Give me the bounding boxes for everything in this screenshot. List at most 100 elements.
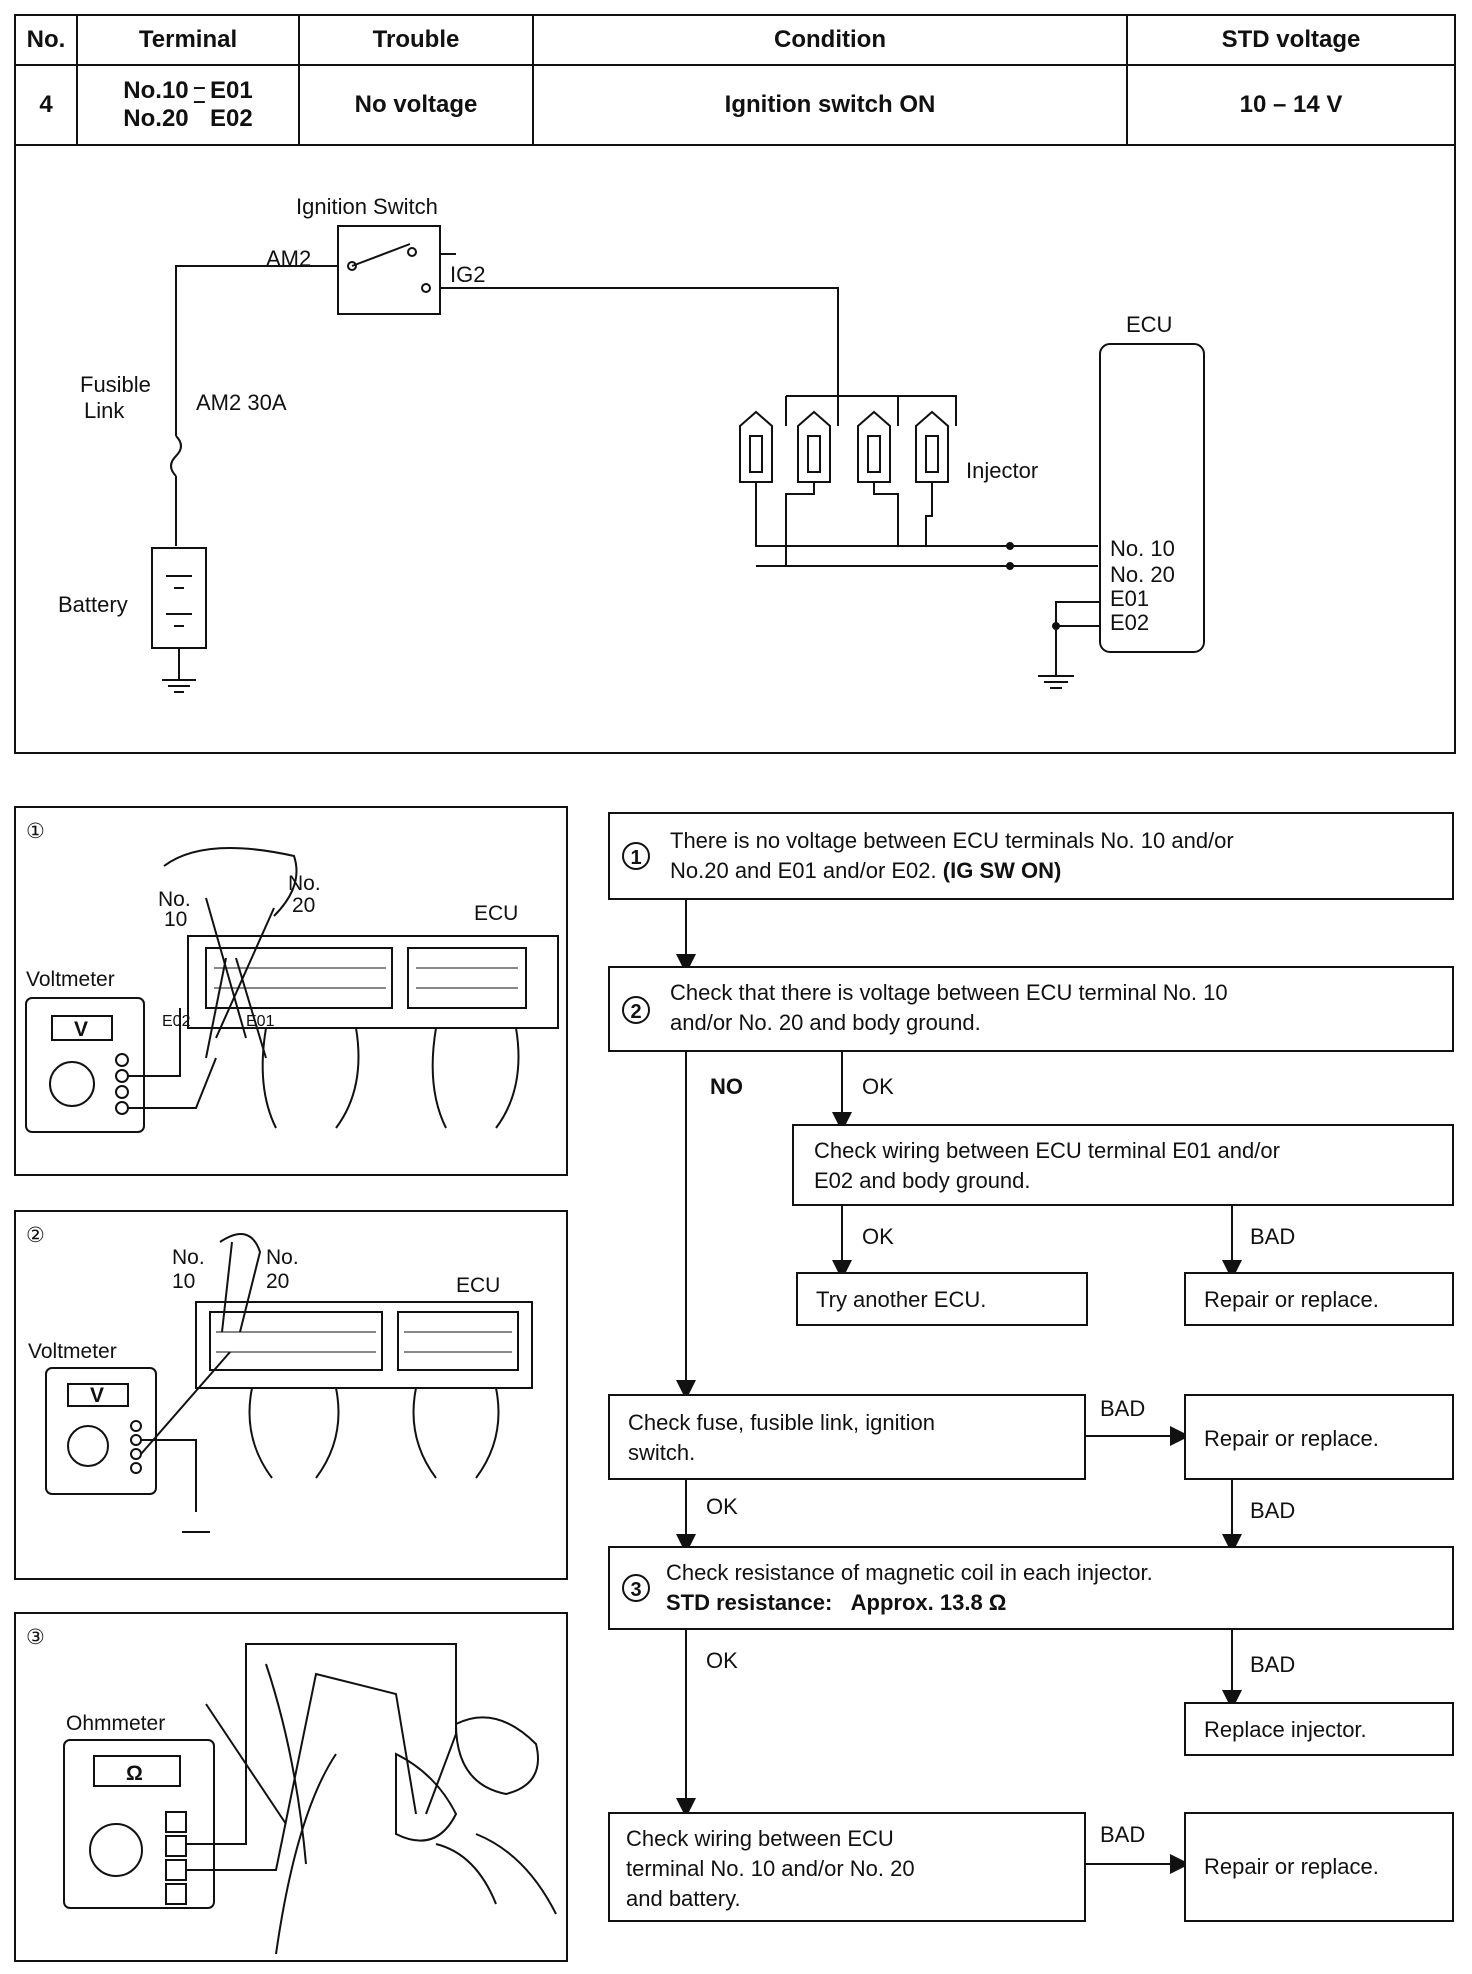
check-ground-wiring-box: Check wiring between ECU terminal E01 an… xyxy=(792,1124,1454,1206)
ohmmeter-omega: Ω xyxy=(126,1762,143,1785)
fusible-link-label-2: Link xyxy=(84,398,125,423)
am2-30a-label: AM2 30A xyxy=(196,390,287,415)
check-battery-line2: terminal No. 10 and/or No. 20 xyxy=(626,1856,915,1881)
col-no-header: No. xyxy=(14,14,78,66)
terminal-no20: No.20 xyxy=(123,105,189,132)
no-label: NO xyxy=(710,1074,743,1099)
repair-replace-3: Repair or replace. xyxy=(1204,1854,1379,1879)
row-trouble: No voltage xyxy=(298,64,534,146)
step-2-box: 2 Check that there is voltage between EC… xyxy=(608,966,1454,1052)
bad-label-5: BAD xyxy=(1100,1822,1146,1847)
repair-replace-box-3: Repair or replace. xyxy=(1184,1812,1454,1922)
ok-label-4: OK xyxy=(706,1648,738,1673)
ohmmeter-label: Ohmmeter xyxy=(66,1712,165,1735)
panel-1-number: ① xyxy=(26,820,45,843)
col-terminal-header: Terminal xyxy=(76,14,300,66)
illustration-panel-1: ① ECU No. 10 No. 20 E02 E01 Voltmeter V xyxy=(14,806,568,1176)
bad-label-2: BAD xyxy=(1100,1396,1146,1421)
panel-1-no-label: No. xyxy=(158,888,191,911)
illustration-panel-2: ② ECU No. 10 No. 20 Voltmeter V xyxy=(14,1210,568,1580)
panel-1-10-label: 10 xyxy=(164,908,187,931)
ecu-e02-label: E02 xyxy=(1110,610,1149,635)
step-1-ig-sw-on: (IG SW ON) xyxy=(942,858,1062,883)
panel-1-drawing: ① ECU No. 10 No. 20 E02 E01 Voltmeter V xyxy=(25,820,559,1133)
row-terminal: No.10 ‾ E01 No.20 ‾ E02 xyxy=(76,64,300,146)
check-ground-line2: E02 and body ground. xyxy=(814,1168,1031,1193)
ecu-no20-label: No. 20 xyxy=(1110,562,1175,587)
step-2-line2: and/or No. 20 and body ground. xyxy=(670,1010,981,1035)
replace-injector-box: Replace injector. xyxy=(1184,1702,1454,1756)
voltmeter-label-1: Voltmeter xyxy=(26,968,115,991)
step-1-box: 1 There is no voltage between ECU termin… xyxy=(608,812,1454,900)
ecu-e01-label: E01 xyxy=(1110,586,1149,611)
panel-2-number: ② xyxy=(26,1224,45,1247)
step-1-line2: No.20 and E01 and/or E02. xyxy=(670,858,937,883)
step-1-number: 1 xyxy=(622,842,650,870)
check-fuse-line1: Check fuse, fusible link, ignition xyxy=(628,1410,935,1435)
step-2-line1: Check that there is voltage between ECU … xyxy=(670,980,1228,1005)
check-battery-wiring-box: Check wiring between ECU terminal No. 10… xyxy=(608,1812,1086,1922)
try-another-ecu: Try another ECU. xyxy=(816,1287,987,1312)
battery-label: Battery xyxy=(58,592,128,617)
voltmeter-2-v: V xyxy=(90,1384,104,1407)
panel-2-no-label: No. xyxy=(172,1246,205,1269)
repair-replace-box-1: Repair or replace. xyxy=(1184,1272,1454,1326)
step-2-number: 2 xyxy=(622,996,650,1024)
injector-symbols xyxy=(739,410,949,483)
step-3-std-label: STD resistance: xyxy=(666,1590,833,1615)
panel-2-no2-label: No. xyxy=(266,1246,299,1269)
trouble-table: No. Terminal Trouble Condition STD volta… xyxy=(14,14,1456,146)
col-std-header: STD voltage xyxy=(1126,14,1456,66)
bad-label-3: BAD xyxy=(1250,1498,1296,1523)
terminal-e02: E02 xyxy=(210,105,253,132)
step-3-std-value: Approx. 13.8 Ω xyxy=(850,1590,1007,1615)
voltmeter-2 xyxy=(45,1367,157,1495)
ignition-switch-label: Ignition Switch xyxy=(296,194,438,219)
panel-1-e02-label: E02 xyxy=(162,1013,191,1030)
ok-label-3: OK xyxy=(706,1494,738,1519)
panel-3-number: ③ xyxy=(26,1626,45,1649)
wiring-diagram-svg: Ignition Switch AM2 IG2 Fusible Link AM2… xyxy=(58,194,1205,693)
ohmmeter xyxy=(63,1739,215,1909)
row-no: 4 xyxy=(14,64,78,146)
panel-2-ecu-label: ECU xyxy=(456,1274,500,1297)
terminal-e01: E01 xyxy=(210,77,253,104)
repair-replace-2: Repair or replace. xyxy=(1204,1426,1379,1451)
row-std-voltage: 10 – 14 V xyxy=(1126,64,1456,146)
ok-label-1: OK xyxy=(862,1074,894,1099)
ignition-switch-box xyxy=(337,225,441,315)
step-3-line1: Check resistance of magnetic coil in eac… xyxy=(666,1560,1153,1585)
ecu-connector xyxy=(187,935,559,1029)
ecu-connector-2 xyxy=(195,1301,533,1389)
terminal-no10: No.10 xyxy=(123,77,189,104)
panel-1-ecu-label: ECU xyxy=(474,902,518,925)
repair-replace-box-2: Repair or replace. xyxy=(1184,1394,1454,1480)
step-3-box: 3 Check resistance of magnetic coil in e… xyxy=(608,1546,1454,1630)
try-another-ecu-box: Try another ECU. xyxy=(796,1272,1088,1326)
row-condition: Ignition switch ON xyxy=(532,64,1128,146)
ecu-no10-label: No. 10 xyxy=(1110,536,1175,561)
step-2-text: Check that there is voltage between ECU … xyxy=(670,978,1228,1038)
step-3-number: 3 xyxy=(622,1574,650,1602)
check-battery-line1: Check wiring between ECU xyxy=(626,1826,894,1851)
col-trouble-header: Trouble xyxy=(298,14,534,66)
ecu-label: ECU xyxy=(1126,312,1172,337)
repair-replace-1: Repair or replace. xyxy=(1204,1287,1379,1312)
voltmeter-1-v: V xyxy=(74,1018,88,1041)
step-1-line1: There is no voltage between ECU terminal… xyxy=(670,828,1234,853)
panel-2-drawing: ② ECU No. 10 No. 20 Voltmeter V xyxy=(26,1224,533,1533)
check-fuse-box: Check fuse, fusible link, ignition switc… xyxy=(608,1394,1086,1480)
ecu-box xyxy=(1099,343,1205,653)
check-battery-line3: and battery. xyxy=(626,1886,741,1911)
bad-label-4: BAD xyxy=(1250,1652,1296,1677)
ok-label-2: OK xyxy=(862,1224,894,1249)
bad-label-1: BAD xyxy=(1250,1224,1296,1249)
fusible-link-label-1: Fusible xyxy=(80,372,151,397)
injector-label: Injector xyxy=(966,458,1038,483)
replace-injector: Replace injector. xyxy=(1204,1717,1367,1742)
check-ground-line1: Check wiring between ECU terminal E01 an… xyxy=(814,1138,1280,1163)
illustration-panel-3: ③ Ohmmeter Ω xyxy=(14,1612,568,1962)
col-condition-header: Condition xyxy=(532,14,1128,66)
voltmeter-1 xyxy=(25,997,145,1133)
